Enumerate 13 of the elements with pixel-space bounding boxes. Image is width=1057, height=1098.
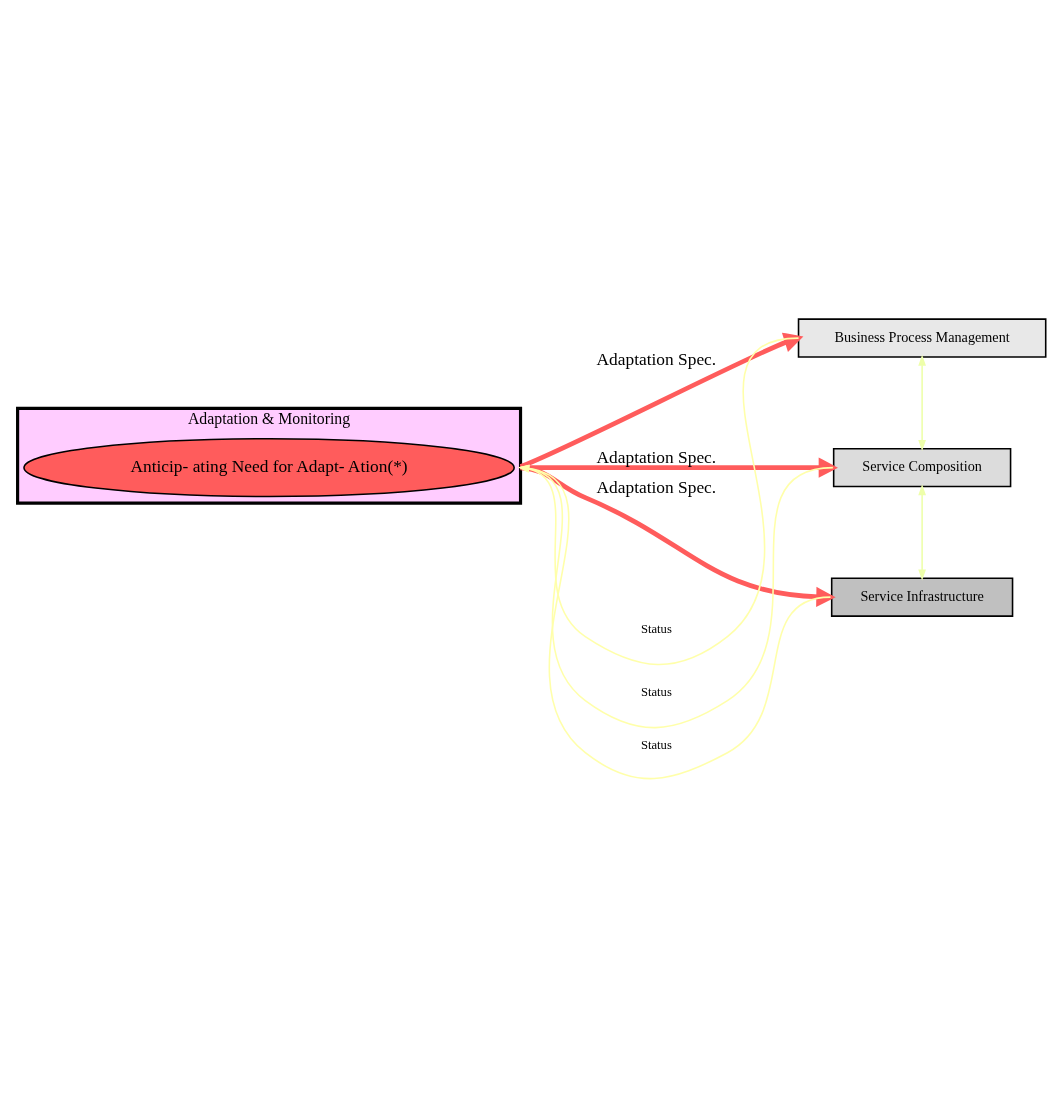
edge-label: Adaptation Spec.	[596, 349, 717, 369]
arrow	[519, 332, 804, 469]
node-box: Business Process Management	[797, 318, 1047, 358]
edge-label: Adaptation Spec.	[596, 447, 717, 467]
edge-label: Status	[640, 621, 672, 636]
arrow	[918, 484, 926, 581]
node-box: Service Infrastructure	[830, 577, 1014, 617]
edge-label: Status	[640, 685, 672, 700]
node-box: Service Composition	[832, 447, 1012, 488]
edge-label: Status	[640, 737, 672, 752]
node-ellipse: Anticip- ating Need for Adapt- Ation(*)	[23, 437, 515, 498]
arrow	[918, 354, 926, 452]
edge-label: Adaptation Spec.	[596, 477, 717, 497]
